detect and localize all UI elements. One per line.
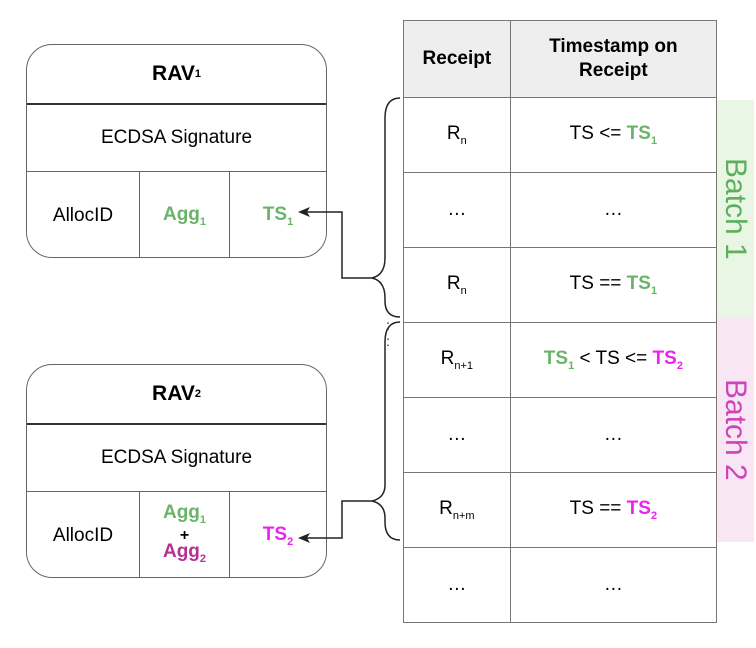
arrow-to-rav-2-ts bbox=[298, 500, 372, 543]
ts-prefix: TS == bbox=[569, 273, 627, 294]
rav-1-fields: AllocID Agg1 TS1 bbox=[27, 172, 326, 257]
receipt-r: R bbox=[446, 123, 461, 144]
arrow-to-rav-1-ts bbox=[298, 207, 372, 279]
rav-2-plus: + bbox=[179, 526, 190, 544]
timestamp-cell: TS1 < TS <= TS2 bbox=[509, 322, 718, 398]
rav-1-ts-text: TS bbox=[262, 203, 288, 225]
rav-1-ts: TS1 bbox=[230, 172, 326, 257]
receipt-cell: … bbox=[403, 547, 511, 623]
ts-mark-sub: 2 bbox=[650, 510, 658, 522]
rav-2-agg1-text: Agg bbox=[162, 501, 200, 523]
ts-mark-sub: 1 bbox=[650, 285, 658, 297]
receipt-r: R bbox=[439, 498, 453, 519]
receipt-cell: Rn bbox=[403, 247, 511, 323]
ts-mark: TS bbox=[652, 348, 677, 369]
rav-2-ts-sub: 2 bbox=[287, 535, 294, 548]
timestamp-cell: TS <= TS1 bbox=[509, 97, 718, 173]
rav-1-allocid: AllocID bbox=[27, 172, 140, 257]
ts-mark: TS bbox=[626, 273, 651, 294]
header-timestamp-line2: Receipt bbox=[579, 60, 648, 81]
table-row: Rn TS == TS1 bbox=[403, 247, 718, 323]
ts-mark: TS bbox=[626, 498, 651, 519]
receipt-r: R bbox=[446, 273, 461, 294]
table-row: Rn TS <= TS1 bbox=[403, 97, 718, 173]
rav-2-agg2-text: Agg bbox=[162, 540, 200, 562]
ts-prefix: TS == bbox=[569, 498, 627, 519]
ts-mark-sub: 2 bbox=[676, 360, 683, 372]
separator-dots: : bbox=[386, 317, 390, 333]
receipt-sub: n+1 bbox=[454, 360, 474, 372]
receipt-cell: … bbox=[403, 397, 511, 473]
timestamp-cell: … bbox=[509, 397, 718, 473]
batch-1-label: Batch 1 bbox=[719, 157, 752, 260]
batch-1-brace bbox=[371, 97, 401, 318]
table-row: … … bbox=[403, 547, 718, 623]
table-header-row: Receipt Timestamp on Receipt bbox=[403, 20, 718, 98]
timestamp-cell: … bbox=[509, 172, 718, 248]
ts-lead-sub: 1 bbox=[568, 360, 575, 372]
rav-1-title-text: RAV bbox=[152, 62, 195, 85]
rav-1-ts-sub: 1 bbox=[287, 215, 294, 228]
rav-1-title-sub: 1 bbox=[194, 68, 201, 80]
rav-1-agg-sub: 1 bbox=[199, 215, 207, 228]
ts-lead: TS bbox=[543, 348, 569, 369]
rav-1-agg: Agg1 bbox=[140, 172, 230, 257]
rav-2-signature: ECDSA Signature bbox=[27, 425, 326, 492]
rav-2-title-sub: 2 bbox=[194, 388, 201, 400]
rav-2-fields: AllocID Agg1 + Agg2 TS2 bbox=[27, 492, 326, 577]
rav-2-title-text: RAV bbox=[152, 382, 195, 405]
timestamp-cell: … bbox=[509, 547, 718, 623]
receipt-sub: n bbox=[460, 285, 467, 297]
receipt-sub: n+m bbox=[452, 510, 475, 522]
rav-1-agg-text: Agg bbox=[162, 203, 200, 225]
ts-mark-sub: 1 bbox=[650, 135, 658, 147]
table-row: Rn+m TS == TS2 bbox=[403, 472, 718, 548]
receipt-r: R bbox=[440, 348, 455, 369]
receipts-table: Receipt Timestamp on Receipt Rn TS <= TS… bbox=[403, 20, 718, 623]
rav-2-allocid: AllocID bbox=[27, 492, 140, 577]
ts-mark: TS bbox=[626, 123, 651, 144]
header-timestamp: Timestamp on Receipt bbox=[509, 20, 718, 98]
timestamp-cell: TS == TS1 bbox=[509, 247, 718, 323]
rav-2-agg2-sub: 2 bbox=[199, 552, 207, 565]
receipt-cell: Rn+m bbox=[403, 472, 511, 548]
rav-1-signature: ECDSA Signature bbox=[27, 105, 326, 172]
rav-2-ts-text: TS bbox=[262, 523, 288, 545]
batch-2-brace bbox=[371, 321, 401, 541]
batch-2-band: Batch 2 bbox=[716, 317, 754, 542]
batch-1-band: Batch 1 bbox=[716, 100, 754, 317]
rav-2-ts: TS2 bbox=[230, 492, 326, 577]
table-row: … … bbox=[403, 397, 718, 473]
table-row: Rn+1 TS1 < TS <= TS2 bbox=[403, 322, 718, 398]
rav-2-agg1-sub: 1 bbox=[199, 513, 207, 526]
header-timestamp-line1: Timestamp on bbox=[549, 36, 678, 57]
rav-2-agg: Agg1 + Agg2 bbox=[140, 492, 230, 577]
ts-prefix: TS <= bbox=[569, 123, 627, 144]
receipt-sub: n bbox=[460, 135, 467, 147]
ts-mid: < TS <= bbox=[574, 348, 653, 369]
table-row: … … bbox=[403, 172, 718, 248]
timestamp-cell: TS == TS2 bbox=[509, 472, 718, 548]
receipt-cell: … bbox=[403, 172, 511, 248]
header-receipt: Receipt bbox=[403, 20, 511, 98]
separator-dots-2: : bbox=[386, 333, 390, 349]
batch-2-label: Batch 2 bbox=[719, 378, 752, 481]
